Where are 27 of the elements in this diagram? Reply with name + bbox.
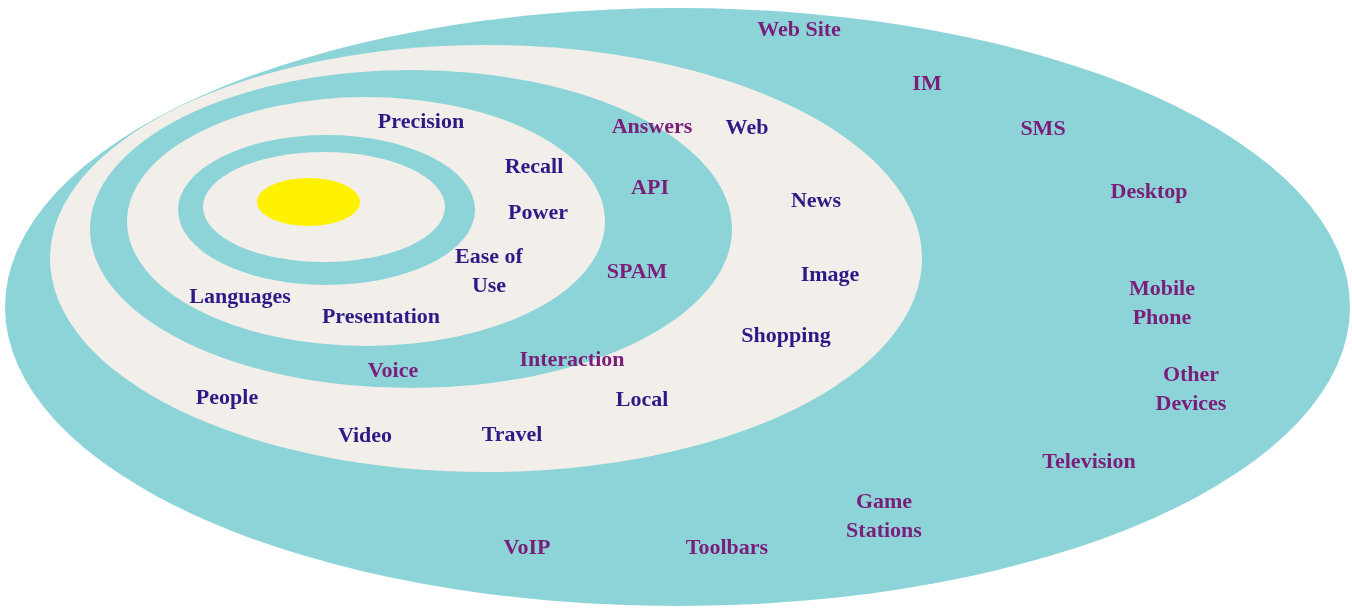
ring-label: Shopping <box>741 320 831 349</box>
ring-label: Image <box>800 259 860 288</box>
ring-label: Web Site <box>757 14 841 43</box>
ring-label: IM <box>912 68 942 97</box>
ring-label: Presentation <box>321 301 441 330</box>
ring-label: Local <box>615 384 669 413</box>
ring-label: Precision <box>377 106 465 135</box>
ring-label: Travel <box>481 419 543 448</box>
ring-label: Desktop <box>1110 176 1188 205</box>
ring-label: Recall <box>504 151 564 180</box>
ring-label: News <box>790 185 842 214</box>
ring-label: Other Devices <box>1154 360 1228 417</box>
ring-label: Video <box>337 420 393 449</box>
ring-label: SPAM <box>606 256 668 285</box>
ring-label: Television <box>1042 446 1136 475</box>
ring-label: API <box>631 172 669 201</box>
ring-label: Power <box>508 197 568 226</box>
ring-label: Toolbars <box>685 532 769 561</box>
ring-label: Web <box>725 112 769 141</box>
ring-label: VoIP <box>503 532 551 561</box>
ring-label: Game Stations <box>845 487 923 544</box>
ring-label: Languages <box>189 281 291 310</box>
ring-label: Mobile Phone <box>1128 274 1196 331</box>
ring-label: People <box>195 382 259 411</box>
ring-label: Voice <box>367 355 419 384</box>
ring-label: SMS <box>1020 113 1066 142</box>
ring-label: Ease of Use <box>454 242 524 299</box>
